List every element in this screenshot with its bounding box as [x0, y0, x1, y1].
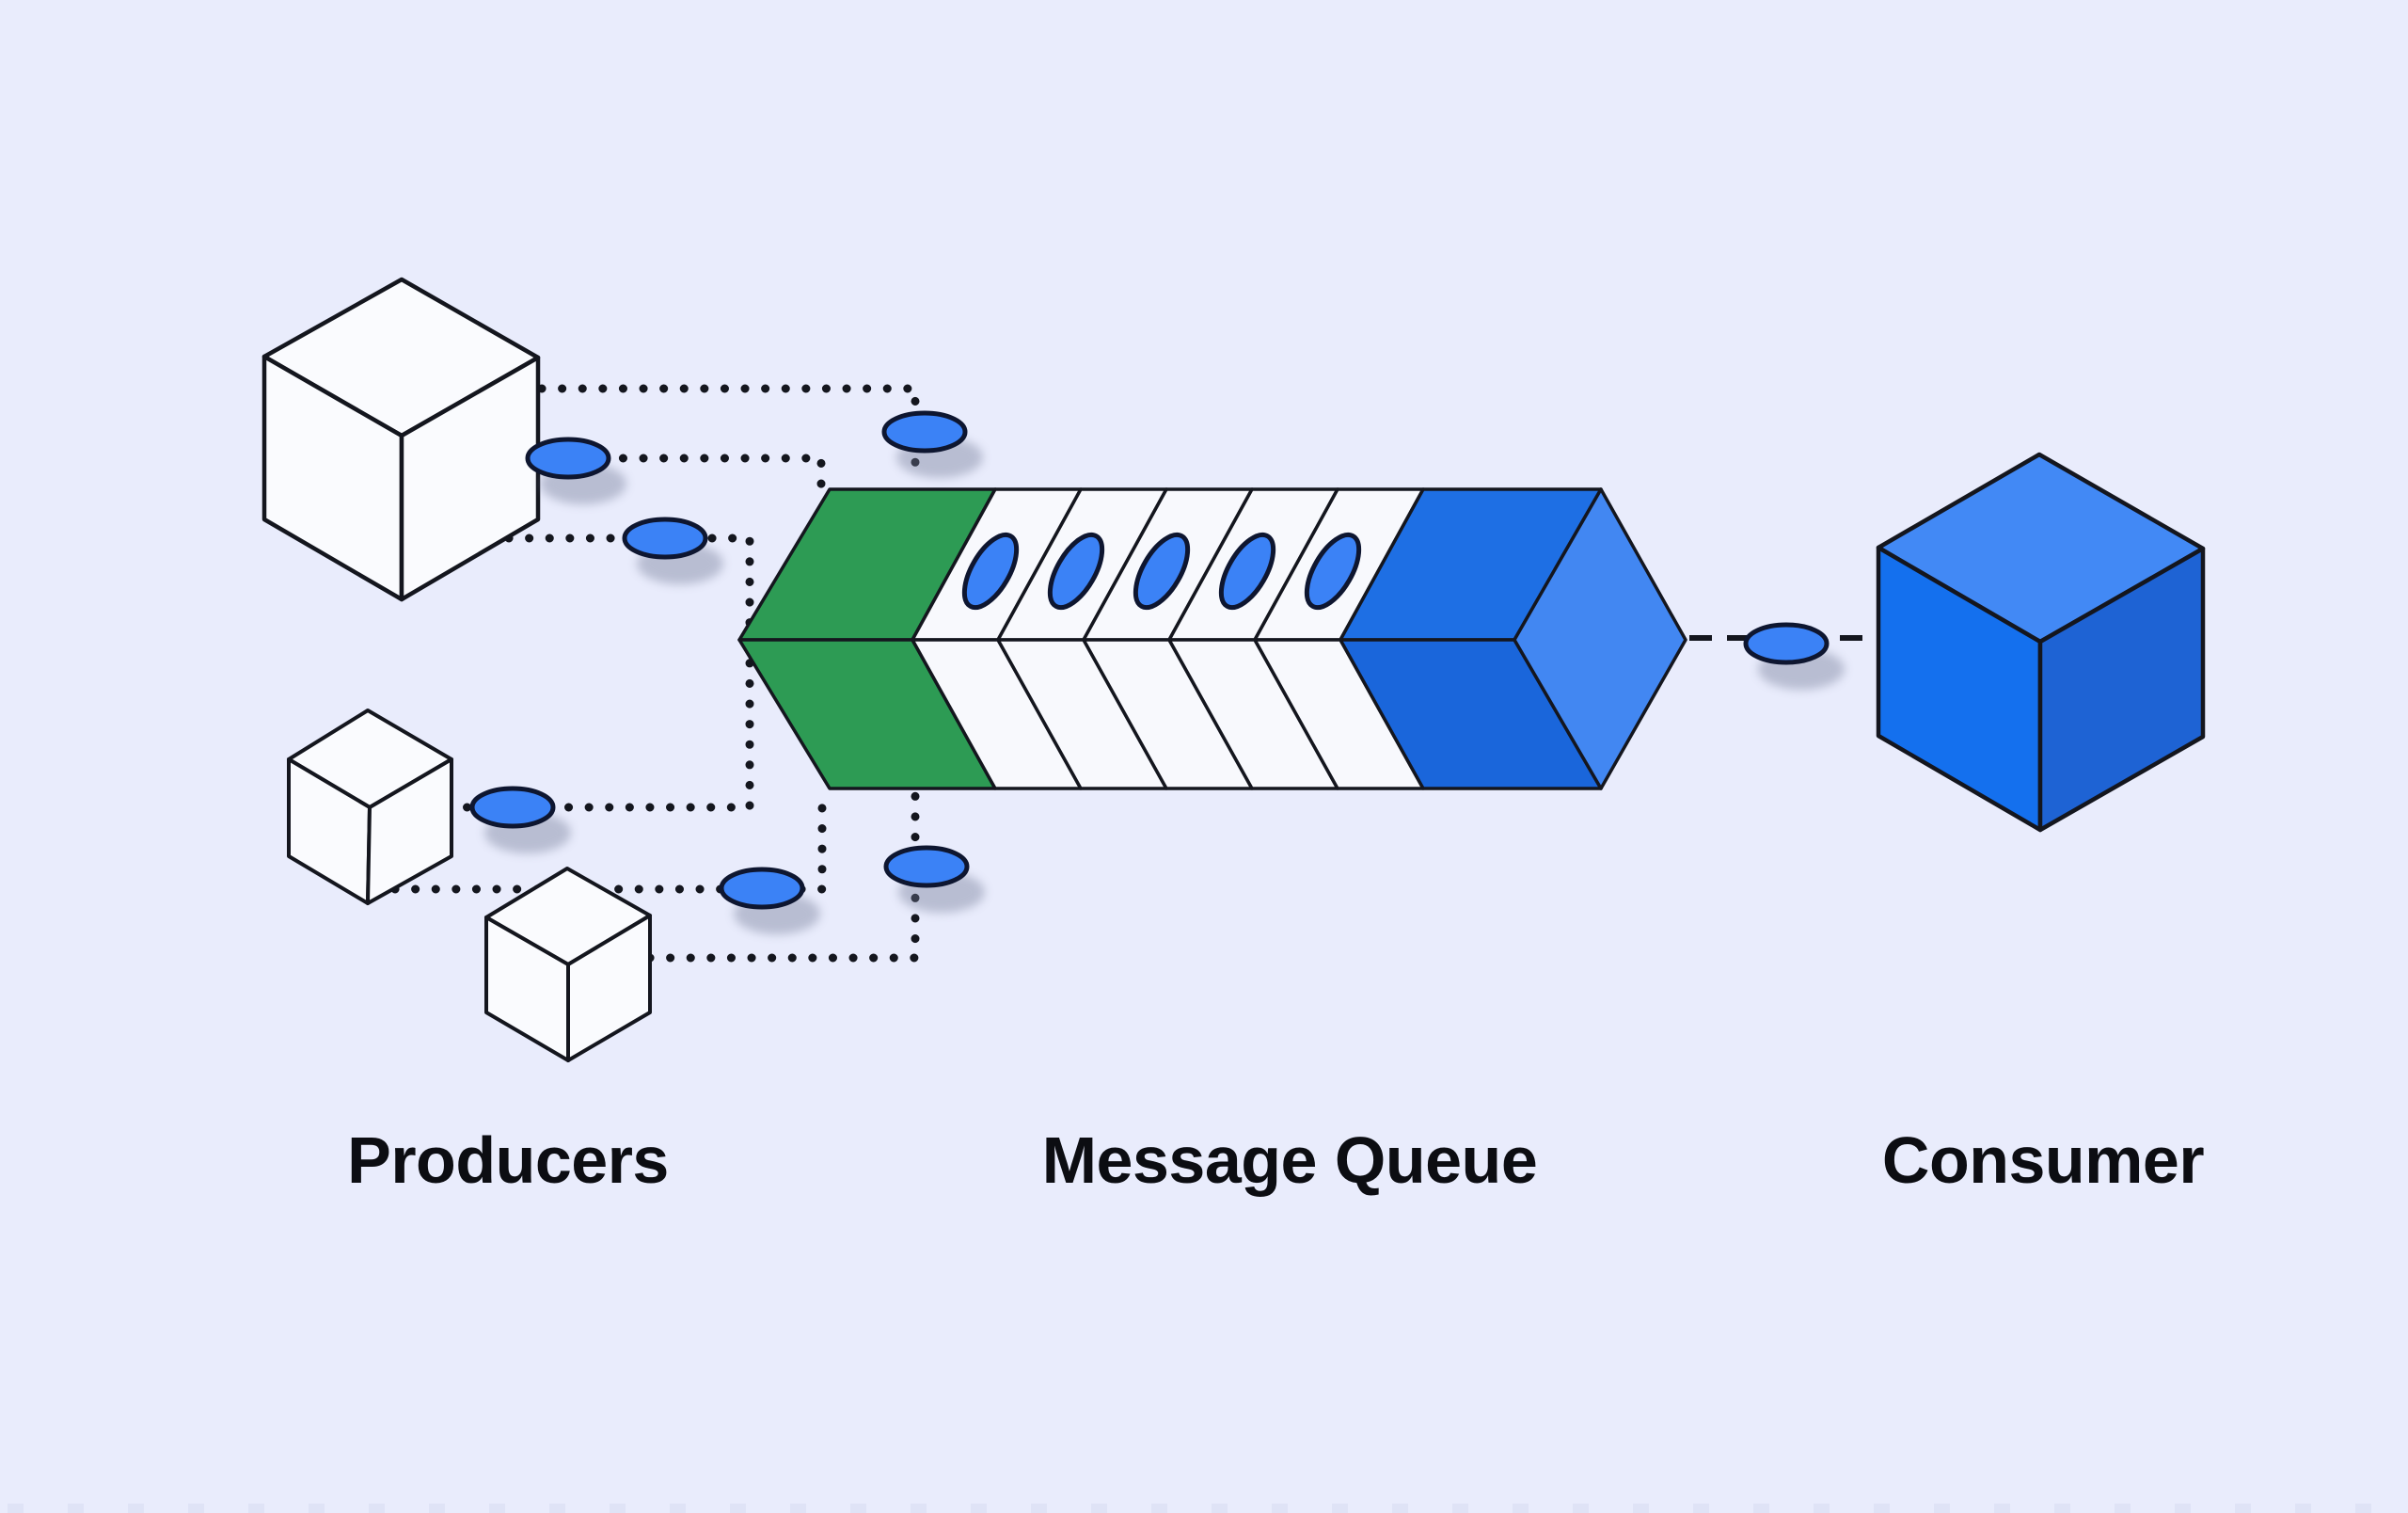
dotted-connector-small-cube-2	[645, 789, 920, 963]
cube-right-face	[2037, 546, 2206, 833]
producer-cube-small-bottom	[484, 867, 652, 1062]
message-oval	[883, 845, 985, 913]
producer-cube-large	[261, 277, 541, 602]
label-message-queue: Message Queue	[1041, 1123, 1538, 1197]
message-oval	[881, 410, 983, 478]
message-body	[525, 437, 611, 480]
message-oval	[525, 437, 626, 504]
queue-message-2	[1047, 532, 1105, 611]
queue-tail-end-face	[1513, 487, 1687, 790]
message-body	[469, 786, 556, 829]
label-producers: Producers	[347, 1123, 669, 1197]
message-oval	[719, 867, 820, 934]
message-body	[622, 517, 708, 560]
consumer-cube	[1876, 452, 2206, 833]
message-oval	[622, 517, 723, 584]
queued-messages	[961, 532, 1362, 611]
message-queue-shape	[737, 487, 1687, 790]
queue-message-5	[1304, 532, 1362, 611]
queue-message-1	[961, 532, 1020, 611]
cube-right-face	[399, 355, 541, 602]
queue-message-4	[1218, 532, 1276, 611]
dotted-connector-producer-middle	[537, 454, 826, 505]
dotted-connector-producer-top	[537, 384, 920, 486]
message-oval	[469, 786, 571, 853]
in-transit-messages	[469, 410, 1845, 934]
queue-message-3	[1133, 532, 1191, 611]
message-body	[881, 410, 968, 454]
message-body	[1743, 622, 1830, 665]
producer-cube-small-top	[287, 709, 453, 905]
message-body	[883, 845, 970, 888]
label-consumer: Consumer	[1881, 1123, 2205, 1197]
message-body	[719, 867, 805, 910]
cube-right-face	[366, 757, 453, 905]
cube-right-face	[566, 914, 652, 1062]
message-oval	[1743, 622, 1845, 690]
